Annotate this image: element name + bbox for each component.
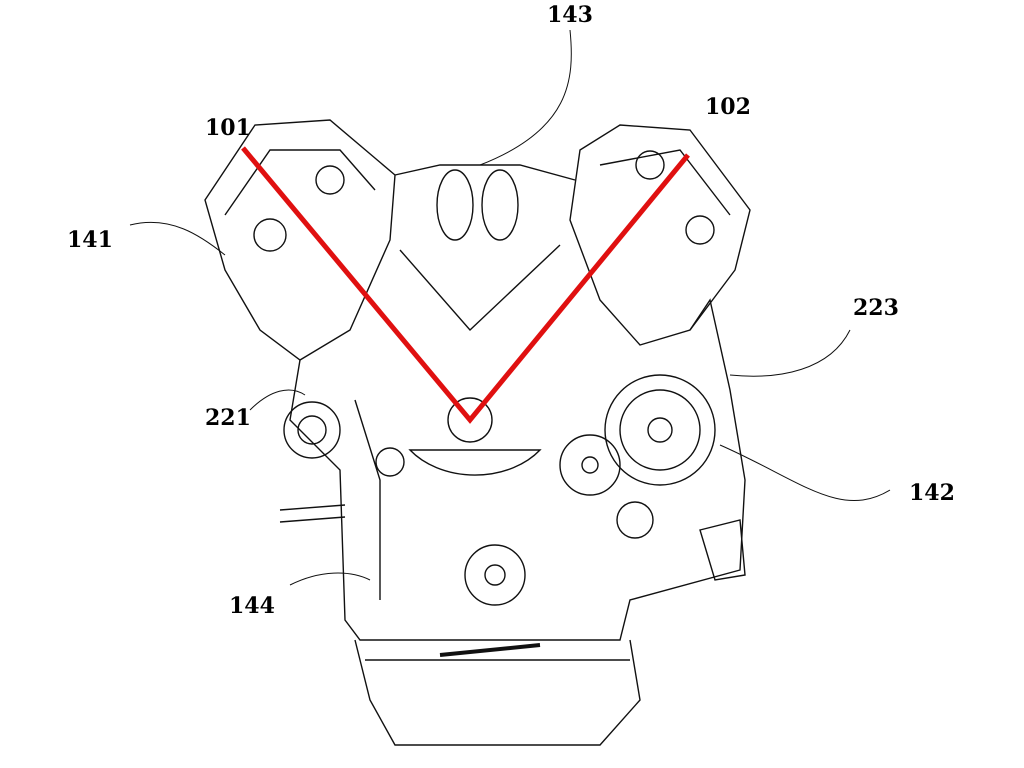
label-141: 141 [67,227,113,253]
label-142: 142 [909,480,955,506]
label-101: 101 [205,115,251,141]
v-angle-lines [241,146,690,424]
label-143: 143 [547,2,593,28]
label-144: 144 [229,593,275,619]
label-102: 102 [705,94,751,120]
label-221: 221 [205,405,251,431]
engine-outline [129,29,891,746]
label-223: 223 [853,295,899,321]
